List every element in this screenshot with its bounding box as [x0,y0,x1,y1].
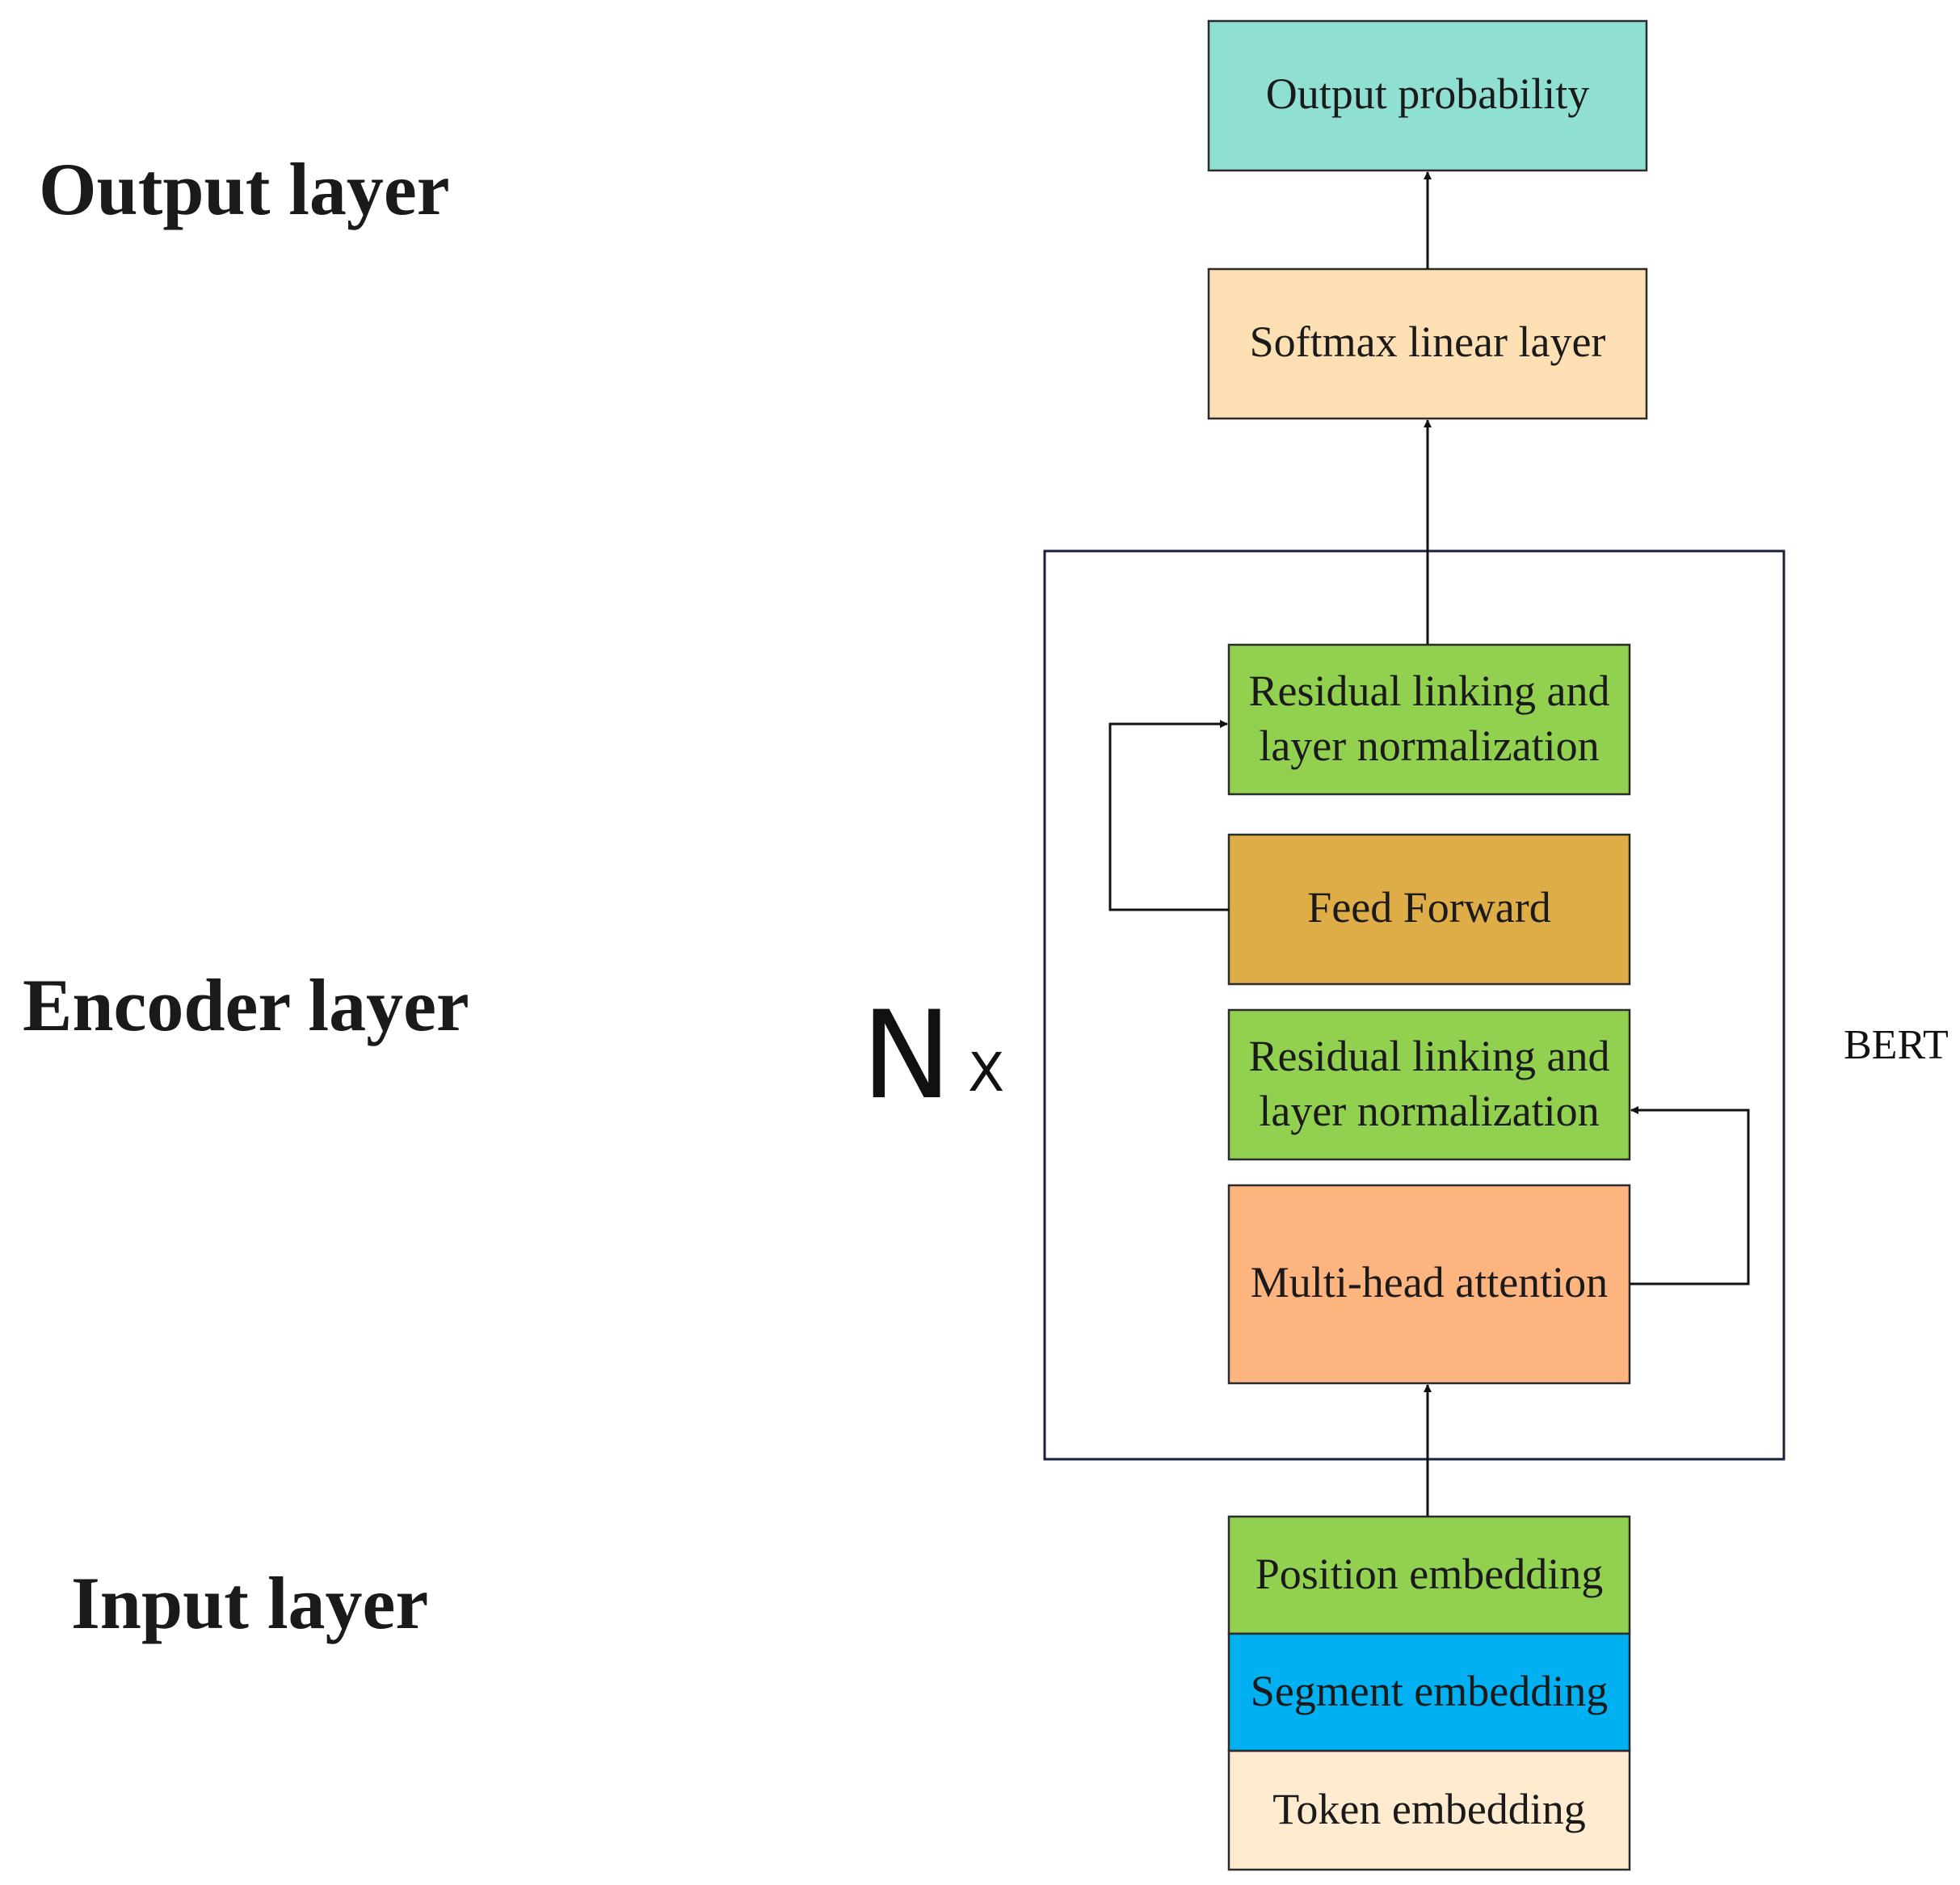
skip-connection-top [1108,720,1229,911]
residual-norm-top-box [1227,643,1631,796]
bert-encoder-frame [1043,549,1785,1461]
encoder-layer-label: Encoder layer [23,964,469,1046]
residual-bottom-line2: layer normalization [1259,1087,1599,1135]
feed-forward-label: Feed Forward [1307,883,1550,932]
token-embedding-box [1227,1749,1631,1871]
repeat-n-label: N [861,986,952,1126]
residual-bottom-line1: Residual linking and [1249,1032,1610,1080]
position-embedding-box [1227,1515,1631,1635]
bert-label: BERT [1844,1022,1949,1068]
output-probability-box [1207,19,1648,172]
skip-connection-bottom [1630,1106,1750,1285]
output-probability-label: Output probability [1266,69,1589,118]
input-layer-label: Input layer [71,1562,428,1644]
token-embedding-label: Token embedding [1272,1785,1586,1833]
repeat-x-label: X [968,1041,1004,1104]
residual-top-line1: Residual linking and [1249,667,1610,715]
softmax-box [1207,267,1648,420]
multi-head-attention-box [1227,1184,1631,1385]
position-embedding-label: Position embedding [1255,1550,1604,1598]
output-layer-label: Output layer [39,148,450,230]
feed-forward-box [1227,833,1631,986]
residual-top-line2: layer normalization [1259,722,1599,770]
residual-norm-bottom-box [1227,1008,1631,1161]
multi-head-attention-label: Multi-head attention [1251,1258,1608,1306]
segment-embedding-label: Segment embedding [1251,1667,1608,1715]
softmax-label: Softmax linear layer [1250,318,1606,366]
